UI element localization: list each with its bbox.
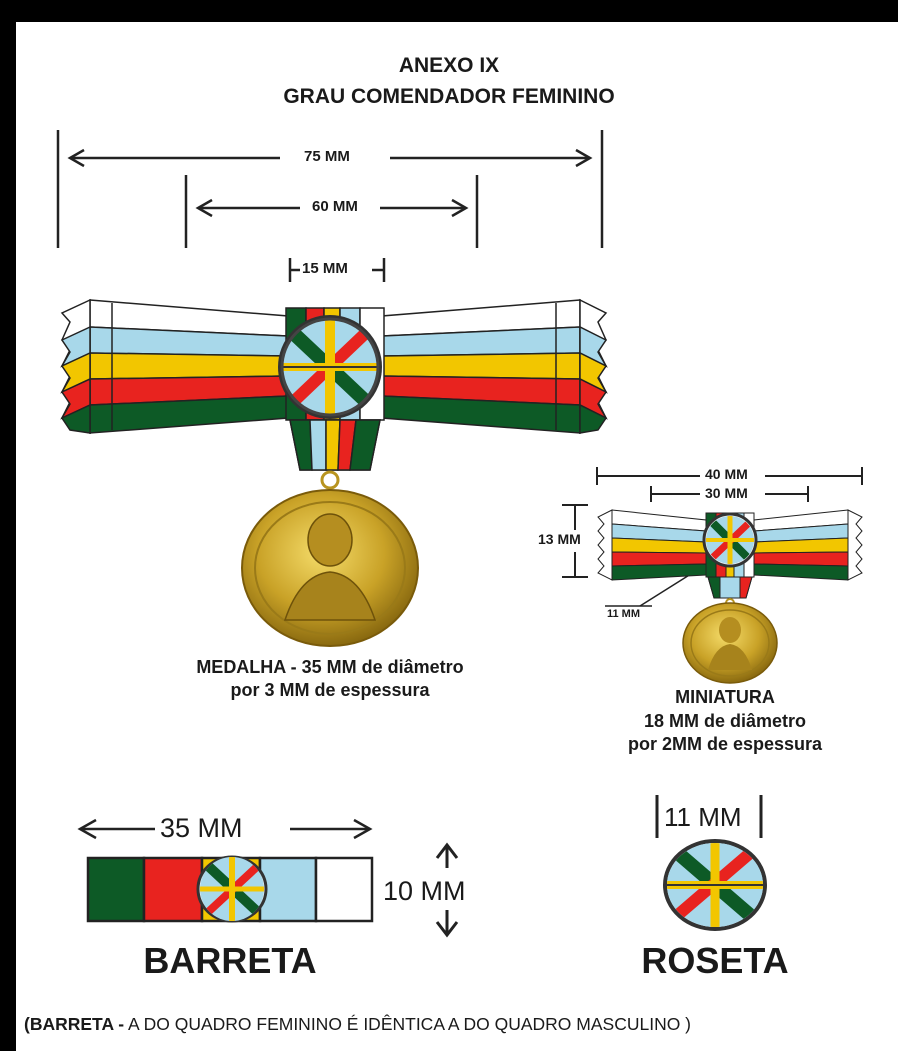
ribbon-pendant xyxy=(289,419,381,471)
footnote: (BARRETA - A DO QUADRO FEMININO É IDÊNTI… xyxy=(24,1014,691,1035)
dimension-75mm xyxy=(56,130,604,248)
barreta-cross-emblem xyxy=(196,855,268,923)
footnote-text: A DO QUADRO FEMININO É IDÊNTICA A DO QUA… xyxy=(124,1014,692,1034)
grade-title: GRAU COMENDADOR FEMININO xyxy=(283,85,615,108)
mini-caption-line2: por 2MM de espessura xyxy=(627,734,823,754)
medal-caption-line1: MEDALHA - 35 MM de diâmetro xyxy=(196,657,464,677)
mini-dimension-40mm xyxy=(596,467,863,485)
medal-caption-line2: por 3 MM de espessura xyxy=(230,680,430,700)
suspension-ring xyxy=(320,470,340,490)
barreta-dimension-10mm xyxy=(435,842,459,938)
label-60mm: 60 MM xyxy=(306,198,364,215)
mini-dimension-30mm xyxy=(650,486,809,502)
annex-title: ANEXO IX xyxy=(398,54,500,77)
barreta-dimension-35mm xyxy=(77,818,373,840)
frame-top-border xyxy=(0,0,898,22)
mini-caption-title: MINIATURA xyxy=(675,687,775,707)
barreta-title: BARRETA xyxy=(143,940,317,981)
roseta-title: ROSETA xyxy=(641,940,789,981)
mini-cross-emblem xyxy=(702,512,758,568)
dimension-15mm xyxy=(288,258,386,282)
mini-label-40mm: 40 MM xyxy=(702,466,751,482)
mini-label-30mm: 30 MM xyxy=(702,485,751,501)
dimension-60mm xyxy=(184,175,479,248)
mini-dimension-13mm xyxy=(562,504,588,578)
mini-caption-line1: 18 MM de diâmetro xyxy=(643,711,807,731)
cross-emblem-main xyxy=(278,315,382,419)
roseta-dimension-11mm xyxy=(655,795,763,838)
barreta-width-label: 35 MM xyxy=(160,813,243,843)
roseta-width-label: 11 MM xyxy=(664,802,742,832)
mini-label-11mm: 11 MM xyxy=(607,608,641,620)
mini-ribbon xyxy=(597,509,863,599)
frame-left-border xyxy=(0,0,16,1051)
barreta-height-label: 10 MM xyxy=(383,876,466,906)
ribbon-right-wing xyxy=(381,298,608,434)
mini-label-13mm: 13 MM xyxy=(536,531,583,547)
roseta-emblem xyxy=(663,839,767,931)
ribbon-left-wing xyxy=(60,298,289,434)
medal-gold xyxy=(241,489,419,647)
label-75mm: 75 MM xyxy=(298,148,356,165)
label-15mm: 15 MM xyxy=(300,260,350,277)
footnote-bold: (BARRETA - xyxy=(24,1014,125,1034)
mini-medal-gold xyxy=(682,602,778,684)
